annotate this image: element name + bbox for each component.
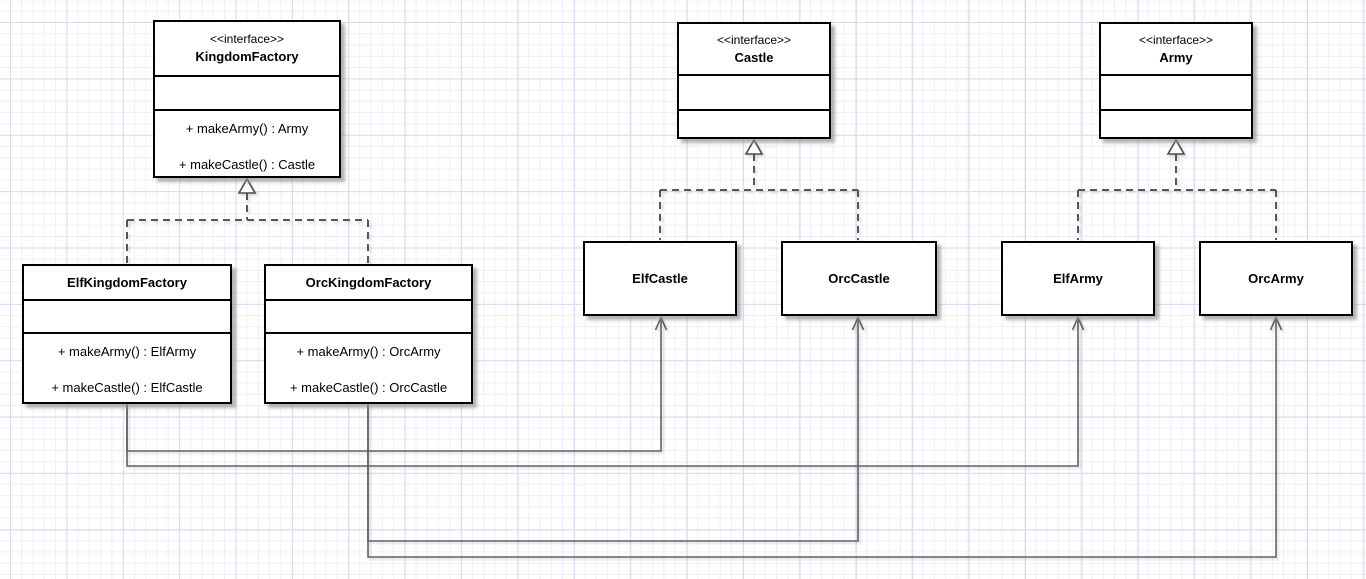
dependency-edge-orckingdomfactory-orcarmy[interactable] (367, 315, 1283, 558)
stereotype-label: <<interface>> (716, 32, 792, 47)
class-name: OrcArmy (1248, 271, 1304, 286)
class-orckingdomfactory[interactable]: OrcKingdomFactory + makeArmy() : OrcArmy… (264, 264, 473, 404)
methods-section (679, 109, 829, 137)
class-name: ElfArmy (1053, 271, 1103, 286)
stereotype-label: <<interface>> (209, 32, 285, 46)
class-header: ElfCastle (585, 243, 735, 314)
fields-section (1101, 74, 1251, 109)
method-label: + makeCastle() : ElfCastle (51, 380, 203, 395)
class-name: OrcKingdomFactory (305, 274, 432, 290)
class-header: ElfArmy (1003, 243, 1153, 314)
stereotype-label: <<interface>> (1138, 32, 1214, 47)
realization-edge-armies-army[interactable] (1077, 138, 1277, 240)
methods-section (1101, 109, 1251, 137)
method-label: + makeCastle() : OrcCastle (289, 380, 448, 395)
fields-section (155, 75, 339, 109)
class-name: OrcCastle (828, 271, 890, 286)
class-header: <<interface>> KingdomFactory (155, 22, 339, 75)
fields-section (266, 299, 471, 332)
class-elfcastle[interactable]: ElfCastle (583, 241, 737, 316)
realization-edge-elfkingdomfactory-kingdomfactory[interactable] (126, 177, 369, 263)
dependency-edge-elfkingdomfactory-elfarmy[interactable] (126, 315, 1085, 467)
class-name: Castle (734, 49, 774, 65)
class-name: ElfKingdomFactory (67, 274, 187, 290)
method-label: + makeCastle() : Castle (178, 157, 316, 172)
methods-section: + makeArmy() : ElfArmy + makeCastle() : … (24, 332, 230, 406)
methods-section: + makeArmy() : OrcArmy + makeCastle() : … (266, 332, 471, 406)
class-castle[interactable]: <<interface>> Castle (677, 22, 831, 139)
class-header: OrcCastle (783, 243, 935, 314)
method-label: + makeArmy() : OrcArmy (296, 344, 441, 359)
class-header: <<interface>> Castle (679, 24, 829, 74)
class-name: ElfCastle (632, 271, 688, 286)
fields-section (24, 299, 230, 332)
class-elfarmy[interactable]: ElfArmy (1001, 241, 1155, 316)
class-orccastle[interactable]: OrcCastle (781, 241, 937, 316)
class-orcarmy[interactable]: OrcArmy (1199, 241, 1353, 316)
methods-section: + makeArmy() : Army + makeCastle() : Cas… (155, 109, 339, 183)
class-header: OrcArmy (1201, 243, 1351, 314)
class-elfkingdomfactory[interactable]: ElfKingdomFactory + makeArmy() : ElfArmy… (22, 264, 232, 404)
fields-section (679, 74, 829, 109)
method-label: + makeArmy() : Army (185, 121, 309, 136)
class-name: KingdomFactory (195, 49, 299, 64)
class-kingdomfactory[interactable]: <<interface>> KingdomFactory + makeArmy(… (153, 20, 341, 178)
realization-edge-castles-castle[interactable] (659, 138, 859, 240)
class-header: ElfKingdomFactory (24, 266, 230, 299)
class-name: Army (1159, 49, 1193, 65)
class-header: <<interface>> Army (1101, 24, 1251, 74)
class-army[interactable]: <<interface>> Army (1099, 22, 1253, 139)
class-header: OrcKingdomFactory (266, 266, 471, 299)
method-label: + makeArmy() : ElfArmy (57, 344, 197, 359)
